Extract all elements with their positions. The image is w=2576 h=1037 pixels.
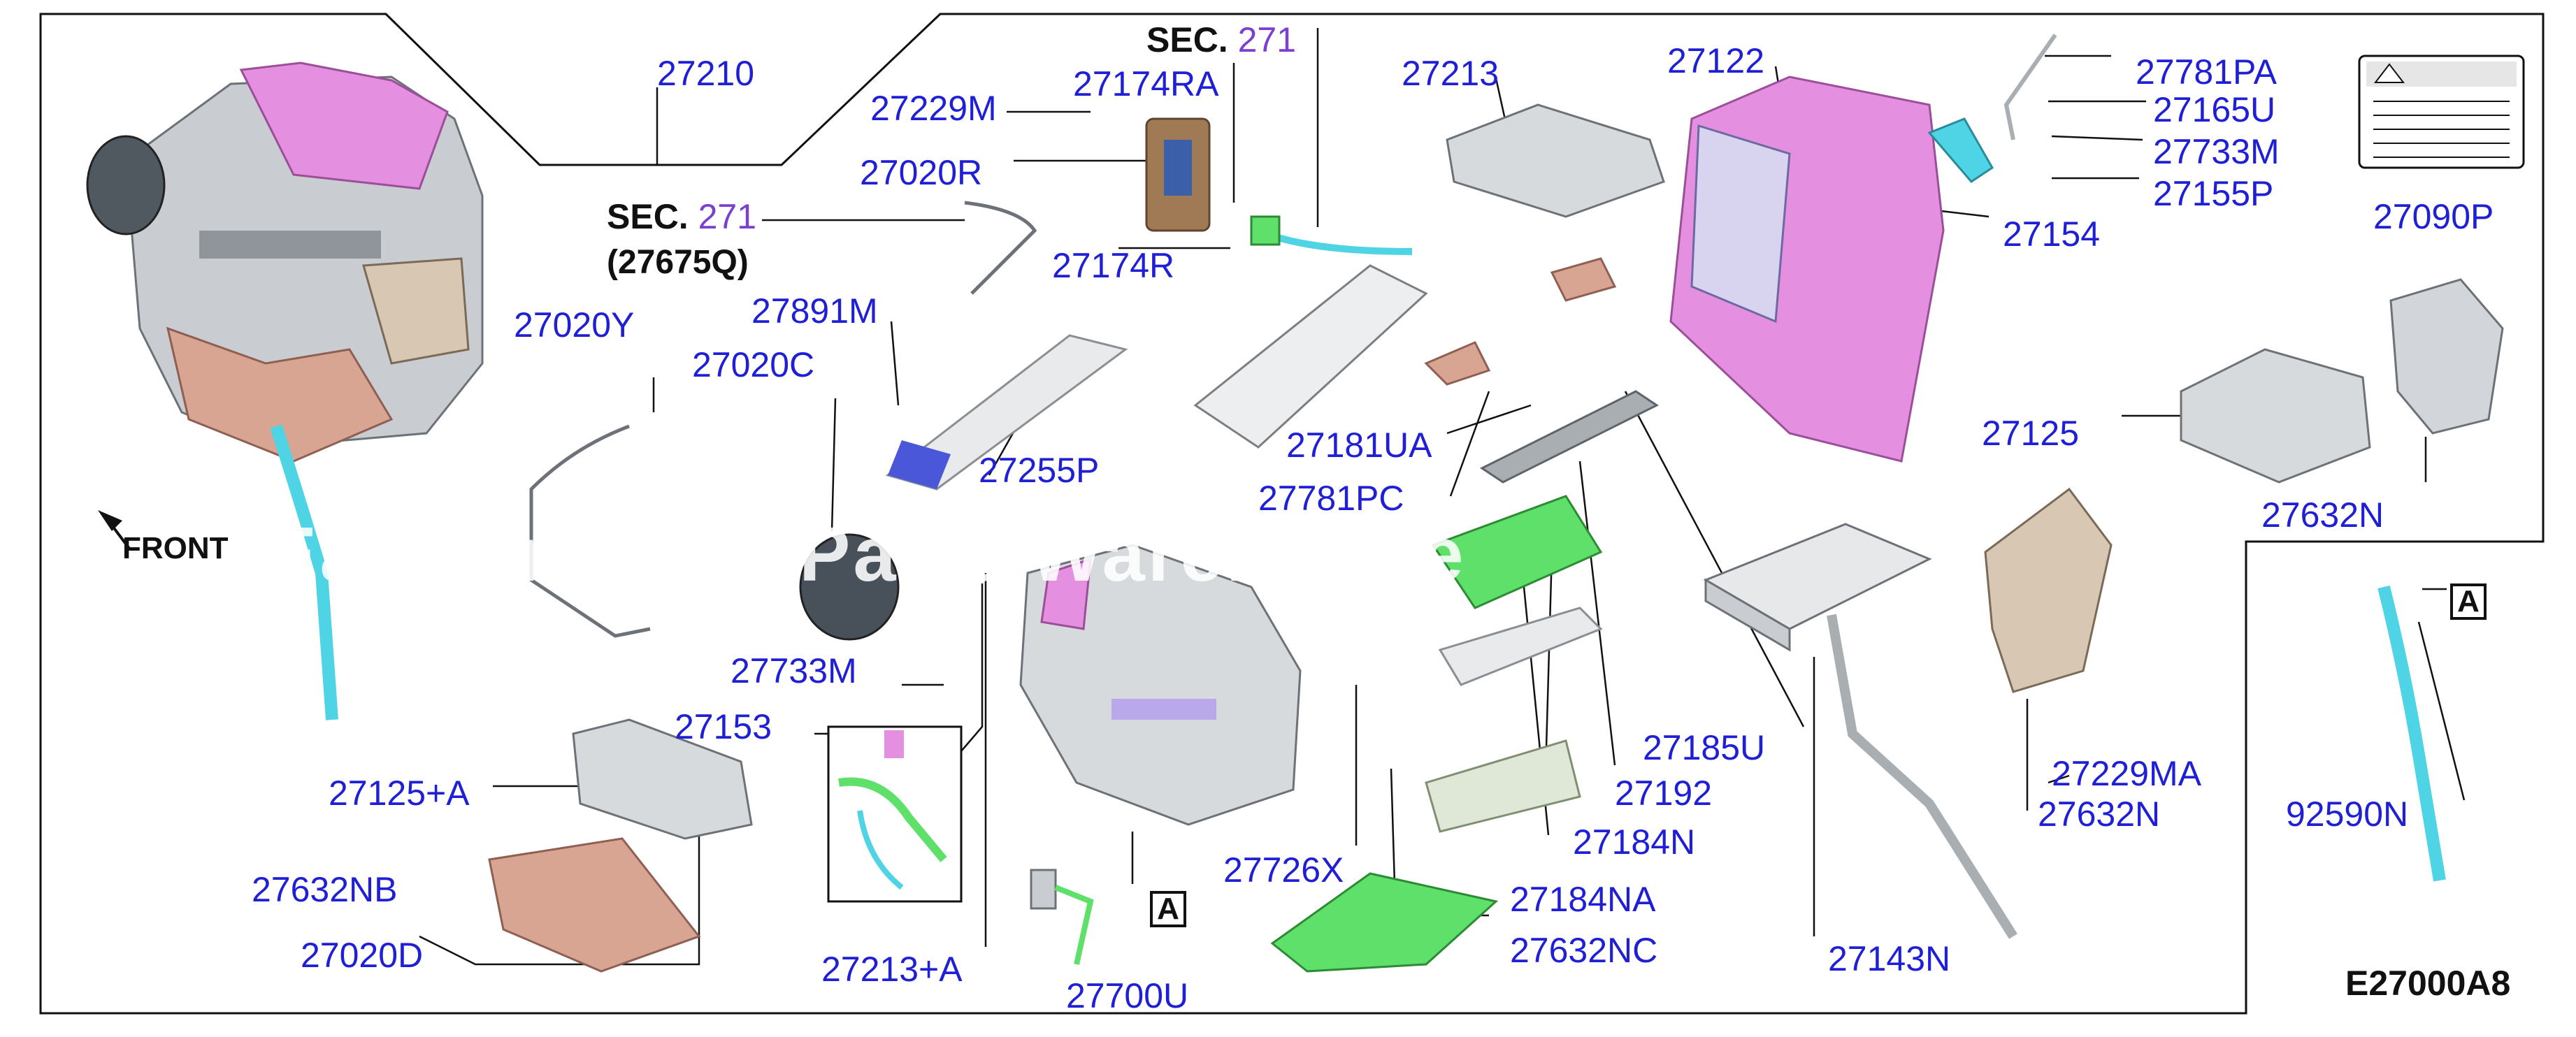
bracket-27632NA <box>2389 278 2504 435</box>
callout[interactable]: 27632N <box>2038 795 2161 834</box>
hoses-27153-box <box>827 725 963 903</box>
callout[interactable]: 27210 <box>657 54 755 93</box>
reference-marker[interactable]: A <box>2450 583 2487 620</box>
callout[interactable]: 27184NA <box>1510 880 1656 919</box>
callout[interactable]: 27733M <box>2153 132 2280 171</box>
diagram-code: E27000A8 <box>2345 964 2511 1003</box>
callout[interactable]: 27125+A <box>329 774 470 813</box>
heater-case-27122 <box>1669 75 1945 463</box>
reference-marker[interactable]: A <box>1150 891 1186 927</box>
door-27184N <box>1431 495 1603 686</box>
callout[interactable]: 27700U <box>1066 976 1189 1015</box>
section-number: 271 <box>1237 20 1297 59</box>
filter-cover-27229M <box>1145 117 1211 232</box>
center-housing-27213-plus-A <box>1019 544 1302 826</box>
callout[interactable]: 27090P <box>2373 197 2494 236</box>
callout[interactable]: 27154 <box>2003 215 2101 254</box>
callout[interactable]: 27213+A <box>821 950 963 989</box>
callout[interactable]: 27891M <box>751 291 878 331</box>
front-label: FRONT <box>122 531 229 565</box>
callout[interactable]: 27192 <box>1615 774 1713 813</box>
callout[interactable]: 27174R <box>1052 246 1175 285</box>
blower-motor-27020C <box>799 533 900 641</box>
warning-label-27090P <box>2358 55 2525 169</box>
callout[interactable]: 27229MA <box>2052 754 2202 793</box>
callout[interactable]: 27020C <box>692 345 815 384</box>
callout[interactable]: 27181UA <box>1286 426 1432 465</box>
blower-unit-27125 <box>2180 348 2371 484</box>
section-prefix: SEC. <box>1146 20 1228 59</box>
callout[interactable]: 27143N <box>1828 939 1951 978</box>
hvac-unit-assembly <box>86 61 484 720</box>
bracket-27632N <box>1984 487 2113 693</box>
duct-92590N <box>2377 585 2446 882</box>
callout[interactable]: 27020R <box>860 153 983 192</box>
seals-27181UA <box>1424 257 1617 386</box>
callout[interactable]: 27165U <box>2153 90 2276 129</box>
callout[interactable]: 27155P <box>2153 174 2274 213</box>
actuator-27700U <box>1030 869 1094 965</box>
callout[interactable]: 27174RA <box>1073 64 1219 103</box>
callout[interactable]: 27632NC <box>1510 931 1658 970</box>
callout[interactable]: 27229M <box>870 89 997 128</box>
callout[interactable]: 27781PA <box>2136 52 2278 92</box>
bracket-27213 <box>1446 103 1665 218</box>
tube-27781PA <box>2003 34 2057 140</box>
callout[interactable]: 27255P <box>979 451 1100 490</box>
harness-27020Y <box>529 424 651 638</box>
plate-27632NB <box>488 837 701 973</box>
section-ref[interactable]: SEC. 271 <box>1146 22 1296 57</box>
callout[interactable]: 27020Y <box>514 305 635 345</box>
callout[interactable]: 27781PC <box>1258 479 1404 518</box>
callout[interactable]: 92590N <box>2286 795 2409 834</box>
vent-27185U <box>1480 390 1659 484</box>
evaporator-27255P <box>1193 215 1428 449</box>
callout[interactable]: 27122 <box>1667 41 1765 80</box>
door-27184NA <box>1425 739 1581 833</box>
unit-27125-plus-A <box>572 718 753 840</box>
section-number: 271 <box>698 197 757 236</box>
callout[interactable]: 27184N <box>1573 822 1696 862</box>
callout[interactable]: 27632NB <box>252 870 398 909</box>
harness-27020R <box>964 201 1037 295</box>
lightning-warning-icon <box>2373 63 2405 83</box>
callout[interactable]: 27185U <box>1643 728 1766 767</box>
diagram-border <box>39 13 2545 1015</box>
plate-27632NC <box>1270 872 1499 973</box>
callout[interactable]: 27153 <box>675 707 772 746</box>
hose-27155P <box>1927 117 1994 183</box>
heater-core-27143N <box>1703 523 2017 939</box>
section-prefix: SEC. <box>607 197 689 236</box>
callout[interactable]: 27726X <box>1223 850 1344 890</box>
section-ref[interactable]: SEC. 271 <box>607 199 756 234</box>
front-arrow-icon <box>98 510 131 550</box>
callout[interactable]: 27125 <box>1982 414 2080 453</box>
callout[interactable]: 27213 <box>1402 54 1499 93</box>
callout[interactable]: 27733M <box>731 651 857 690</box>
callout[interactable]: 27020D <box>301 936 424 975</box>
callout[interactable]: 27632N <box>2261 495 2384 535</box>
filter-27891M <box>885 334 1128 491</box>
section-subref: (27675Q) <box>607 244 749 281</box>
watermark: Eastern Auto Parts Warehouse <box>266 512 1467 597</box>
